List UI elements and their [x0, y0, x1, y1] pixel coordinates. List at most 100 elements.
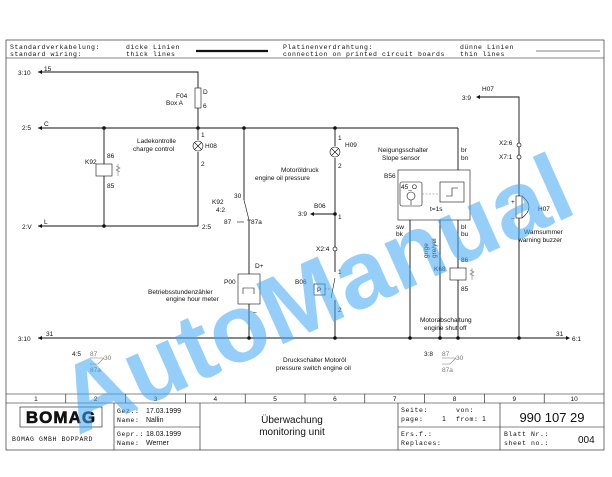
legend-pcb-en: connection on printed circuit boards [283, 51, 445, 58]
page-number: 1 [442, 416, 446, 423]
p00-en: engine hour meter [166, 296, 220, 303]
grid-label-6: 6 [333, 396, 337, 403]
ers-label: Ers.f.: [401, 431, 433, 438]
ds-en: pressure switch engine oil [276, 365, 351, 372]
h07-id: H07 [482, 86, 494, 93]
date-checked: 18.03.1999 [146, 431, 181, 438]
name-checked: Werner [146, 440, 169, 447]
k92-t86: 86 [107, 153, 115, 160]
rail-l-end: 2:5 [202, 224, 211, 231]
pressure-switch-b06 [313, 283, 326, 296]
von-label: von: [456, 407, 474, 414]
warn-de: Warnsummer [524, 229, 564, 236]
b56-gnge: gr/ge [423, 243, 430, 258]
b56-id: B56 [384, 173, 396, 180]
f04-t2: 6 [203, 103, 207, 110]
h08-t2: 2 [201, 161, 205, 168]
b06b-t1: 1 [338, 269, 342, 276]
h09-b06-column: 1 H09 2 Motoröldruck engine oil pressure… [255, 126, 357, 372]
blatt-label: Blatt Nr.: [504, 431, 549, 438]
motoroel-en: engine oil pressure [255, 175, 310, 182]
b06b-sym: P [317, 287, 321, 294]
b06-t1: 1 [338, 214, 342, 221]
page-total: 1 [482, 416, 486, 423]
h07-plus: + [511, 199, 515, 206]
b56-slope-sensor: Neigungsschalter Slope sensor B56 45_O t… [378, 127, 471, 340]
xref-right-87: 87 [442, 351, 450, 358]
p00-tminus: – [253, 309, 257, 316]
sheet-frame [5, 39, 605, 451]
p00-hour-meter: D+ P00 – Betriebsstundenzähler engine ho… [148, 260, 264, 340]
ds-de: Druckschalter Motoröl [283, 357, 347, 364]
k68-relay: 86 K68 85 Motorabschaltung engine shut o… [420, 256, 475, 340]
lamp-h08-icon [192, 140, 204, 152]
gepr-label: Gepr.: [117, 431, 144, 438]
rail-15-wire [38, 71, 199, 88]
title-de: Überwachung [261, 414, 323, 426]
rail-15-label: 15 [44, 66, 52, 73]
grid-label-9: 9 [512, 396, 516, 403]
connector-x26: X2:6 [499, 140, 513, 147]
rail-31-ref: 3:10 [18, 336, 31, 343]
grid-label-5: 5 [273, 396, 277, 403]
bomag-logo [19, 406, 103, 428]
bomag-logo-text: BOMAG [26, 408, 96, 427]
xref-left-30: 30 [104, 355, 112, 362]
motoroel-de: Motoröldruck [281, 167, 319, 174]
buzzer-icon [521, 195, 530, 219]
f04-h08-column: F04 Box A D 6 1 H08 2 Ladekontrolle char… [133, 87, 217, 226]
warn-en: warning buzzer [517, 237, 563, 244]
p00-tplus: D+ [255, 263, 264, 270]
grid-label-4: 4 [213, 396, 217, 403]
sheet-number: 004 [578, 435, 595, 446]
b56-greyel: gre/yel [431, 238, 438, 258]
k92-relay-coil: 86 K92 85 [85, 126, 121, 228]
xref-left-ref: 4:5 [72, 351, 81, 358]
k92b-ref: 4:2 [216, 207, 225, 214]
b06-ref: 3:9 [298, 211, 307, 218]
watermark-text: AutoManual [43, 134, 588, 455]
h07-minus: – [511, 215, 515, 222]
rail-l-label: L [44, 219, 48, 226]
b56-bn: bn [461, 155, 469, 162]
h08-id: H08 [205, 143, 217, 150]
grid-label-3: 3 [154, 396, 158, 403]
f04-name: Box A [166, 100, 184, 107]
k92b-t87a: 87a [251, 219, 262, 226]
gez-label: Gez.: [117, 408, 140, 415]
b56-br: br [461, 147, 468, 154]
legend-header: Standardverkabelung: standard wiring: di… [6, 44, 604, 59]
rail-15-ref: 3:10 [18, 70, 31, 77]
replaces-label: Replaces: [401, 440, 442, 447]
legend-pcb-de: Platinenverdrahtung: [283, 44, 373, 51]
legend-thin-en: thin lines [460, 51, 505, 58]
legend-thin-de: dünne Linien [460, 44, 514, 51]
h07-sym: H07 [538, 206, 550, 213]
rail-31-right-label: 31 [556, 331, 564, 338]
connector-x71: X7:1 [499, 154, 513, 161]
f04-id: F04 [176, 93, 188, 100]
motorab-de: Motorabschaltung [420, 317, 472, 324]
name2-label: Name: [117, 440, 140, 447]
motorab-en: engine shut off [424, 325, 467, 332]
f04-t1: D [203, 89, 208, 96]
rail-l-ref: 2:V [22, 224, 32, 231]
h08-t1: 1 [201, 132, 205, 139]
slope-sensor-box [397, 169, 471, 221]
name-drawn: Nallin [146, 417, 164, 424]
legend-thick-de: dicke Linien [126, 44, 180, 51]
h08-de: Ladekontrolle [137, 138, 176, 145]
rail-c-ref: 2:5 [22, 125, 31, 132]
grid-label-1: 1 [34, 396, 38, 403]
date-drawn: 17.03.1999 [146, 408, 181, 415]
rail-31-right-ref: 6:1 [572, 336, 581, 343]
k92-id: K92 [85, 159, 97, 166]
xref-right-ref: 3:8 [424, 351, 433, 358]
xref-left-87: 87 [90, 351, 98, 358]
rail-31-label: 31 [46, 331, 54, 338]
h09-t2: 2 [338, 163, 342, 170]
h09-id: H09 [345, 142, 357, 149]
lamp-h09-icon [329, 146, 341, 158]
